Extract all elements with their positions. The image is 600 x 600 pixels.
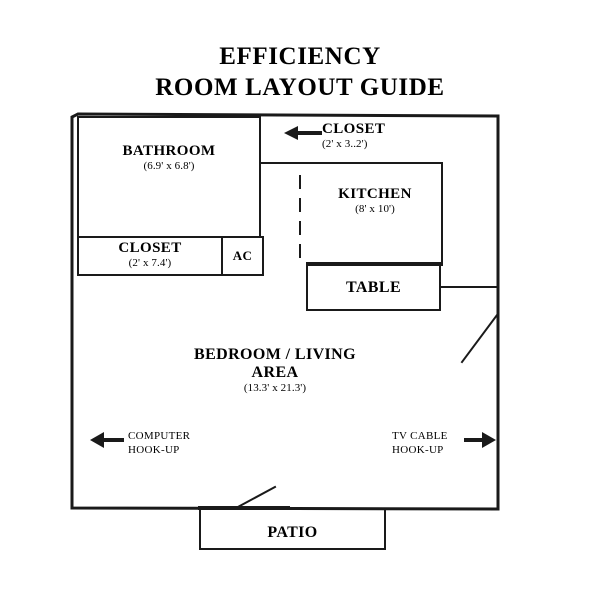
bedroom-dimensions: (13.3' x 21.3') xyxy=(243,381,307,394)
closet-kitchen-dimensions: (2' x 3..2') xyxy=(322,137,368,150)
tv-hookup-arrow-right-icon xyxy=(464,432,496,448)
closet-bath-name: CLOSET xyxy=(118,240,182,256)
room-label-table: TABLE xyxy=(307,279,440,297)
patio-outline xyxy=(199,508,386,550)
patio-name: PATIO xyxy=(267,524,318,541)
ac-closet-outline xyxy=(221,236,264,276)
title-line-efficiency: EFFICIENCY xyxy=(219,43,381,70)
computer-hookup-arrow-left-icon xyxy=(90,432,124,448)
patio-door-swing xyxy=(234,485,277,510)
title-line-room-layout-guide: ROOM LAYOUT GUIDE xyxy=(155,73,445,101)
callout-computer-hookup: COMPUTER HOOK-UP xyxy=(128,430,190,458)
kitchen-name: KITCHEN xyxy=(338,186,412,202)
bathroom-dimensions: (6.9' x 6.8') xyxy=(143,159,195,172)
kitchen-dimensions: (8' x 10') xyxy=(355,202,395,215)
bedroom-name-line2: AREA xyxy=(251,363,299,381)
callout-tv-cable-hookup: TV CABLE HOOK-UP xyxy=(392,430,448,458)
room-label-closet-kitchen: CLOSET (2' x 3..2') xyxy=(322,121,492,150)
table-name: TABLE xyxy=(345,279,402,296)
closet-arrow-left-icon xyxy=(284,126,322,140)
room-label-ac: AC xyxy=(222,248,263,264)
tv-hookup-line2: HOOK-UP xyxy=(392,443,444,456)
computer-hookup-line1: COMPUTER xyxy=(128,430,191,442)
room-label-bathroom: BATHROOM (6.9' x 6.8') xyxy=(78,143,260,172)
ac-name: AC xyxy=(232,248,253,263)
page-title: EFFICIENCY ROOM LAYOUT GUIDE xyxy=(0,42,600,103)
kitchen-room-outline xyxy=(306,162,443,266)
tv-hookup-line1: TV CABLE xyxy=(392,430,448,442)
room-label-kitchen: KITCHEN (8' x 10') xyxy=(308,186,442,215)
room-label-bedroom-living-area: BEDROOM / LIVING AREA (13.3' x 21.3') xyxy=(155,346,395,394)
bathroom-room-outline xyxy=(77,116,261,238)
computer-hookup-line2: HOOK-UP xyxy=(128,443,180,456)
closet-bath-dimensions: (2' x 7.4') xyxy=(128,256,172,269)
right-wall-door-swing xyxy=(460,313,499,364)
room-label-patio: PATIO xyxy=(200,524,385,542)
bathroom-name: BATHROOM xyxy=(122,143,216,159)
bedroom-name-line1: BEDROOM / LIVING xyxy=(194,346,356,363)
room-label-closet-bathroom: CLOSET (2' x 7.4') xyxy=(78,240,222,269)
closet-kitchen-name: CLOSET xyxy=(322,121,386,137)
